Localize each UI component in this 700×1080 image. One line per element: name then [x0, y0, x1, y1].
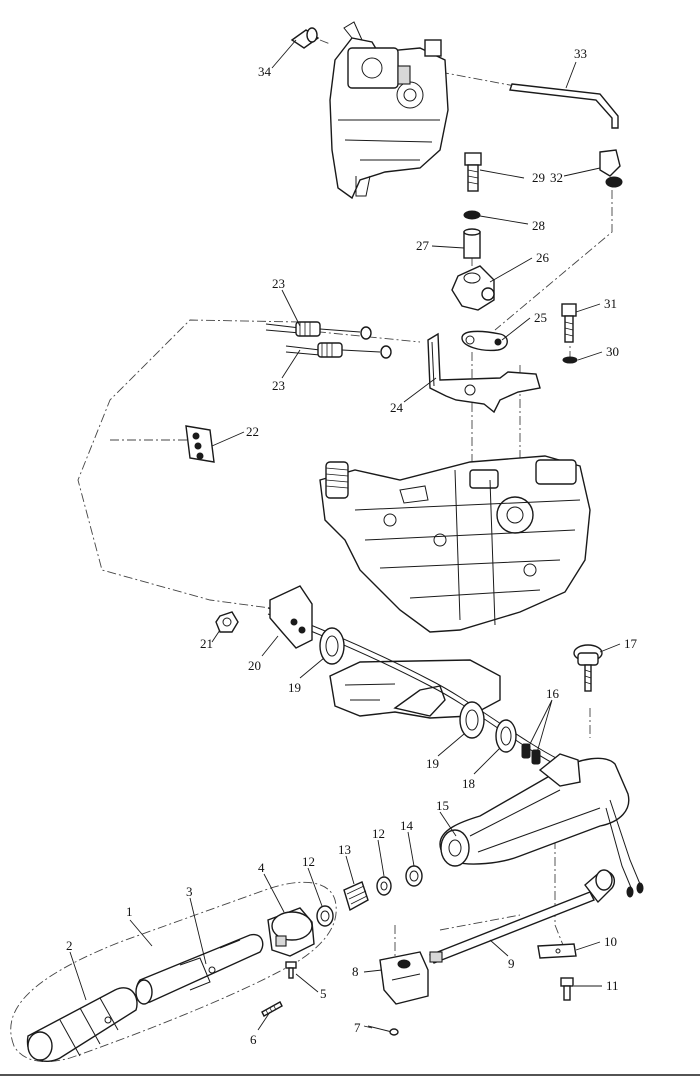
part-6-screw	[261, 1001, 283, 1017]
part-12-washer-right	[376, 876, 392, 896]
callout-19-lower: 19	[426, 756, 439, 771]
part-29-bolt	[464, 152, 482, 192]
part-18-washer	[495, 719, 517, 753]
callout-9: 9	[508, 956, 515, 971]
part-31-bolt	[561, 303, 577, 343]
callout-24: 24	[390, 400, 404, 415]
callout-12-right: 12	[372, 826, 385, 841]
callout-34: 34	[258, 64, 272, 79]
part-12-washer-left	[316, 905, 334, 927]
part-14-bushing	[405, 865, 423, 887]
callout-27: 27	[416, 238, 430, 253]
callout-18: 18	[462, 776, 475, 791]
part-2-handle-grip	[26, 987, 138, 1063]
callout-23-upper: 23	[272, 276, 285, 291]
cable-run	[267, 607, 561, 767]
part-25-link-plate	[461, 330, 508, 352]
callout-21: 21	[200, 636, 213, 651]
part-34-plug	[290, 27, 320, 49]
part-23-cables	[265, 321, 392, 359]
callout-19-upper: 19	[288, 680, 301, 695]
part-4-collar	[267, 907, 315, 957]
part-10-plate	[537, 943, 577, 959]
part-13-spring	[343, 881, 369, 912]
part-24-bracket	[427, 332, 541, 414]
part-19-grommet-upper	[319, 627, 345, 665]
part-16-cable-ends	[521, 743, 541, 765]
callout-11: 11	[606, 978, 619, 993]
part-28-washer	[463, 210, 481, 220]
part-33-rod	[509, 83, 619, 129]
part-7-pin	[367, 1025, 399, 1036]
part-20-cable-plate	[269, 585, 313, 649]
callout-10: 10	[604, 934, 617, 949]
callout-2: 2	[66, 938, 73, 953]
part-21-nut	[215, 611, 239, 633]
part-26-lever	[451, 265, 495, 311]
callout-13: 13	[338, 842, 351, 857]
part-5-screw	[285, 961, 297, 979]
part-27-collar	[463, 228, 481, 259]
callout-31: 31	[604, 296, 617, 311]
part-8-clamp-block	[379, 951, 429, 1005]
callout-3: 3	[186, 884, 193, 899]
carburetor-assembly	[329, 21, 449, 200]
callout-14: 14	[400, 818, 414, 833]
callout-5: 5	[320, 986, 327, 1001]
engine-block	[319, 455, 591, 633]
callout-29: 29	[532, 170, 545, 185]
part-32-clip	[599, 149, 623, 188]
callout-1: 1	[126, 904, 133, 919]
callout-17: 17	[624, 636, 638, 651]
callout-16: 16	[546, 686, 560, 701]
callout-25: 25	[534, 310, 547, 325]
part-30-washer	[562, 356, 578, 364]
part-9-shaft-rod	[429, 869, 616, 964]
part-19-grommet-lower	[459, 701, 485, 739]
part-17-knob	[573, 644, 603, 692]
callout-23-lower: 23	[272, 378, 285, 393]
callout-15: 15	[436, 798, 449, 813]
part-15-tiller-housing	[439, 753, 644, 898]
callout-4: 4	[258, 860, 265, 875]
part-3-grip-tube	[135, 933, 264, 1005]
callout-labels: 1 2 3 4 5 6 7 8 9 10 11 12 12 13 14 15 1…	[66, 46, 638, 1047]
part-11-bolt	[560, 977, 574, 1001]
leader-lines	[69, 39, 621, 1031]
callout-22: 22	[246, 424, 259, 439]
callout-7: 7	[354, 1020, 361, 1035]
callout-6: 6	[250, 1032, 257, 1047]
callout-26: 26	[536, 250, 550, 265]
callout-20: 20	[248, 658, 261, 673]
callout-32: 32	[550, 170, 563, 185]
callout-28: 28	[532, 218, 545, 233]
callout-12-left: 12	[302, 854, 315, 869]
callout-33: 33	[574, 46, 587, 61]
callout-8: 8	[352, 964, 359, 979]
callout-30: 30	[606, 344, 619, 359]
part-22-clamp	[185, 425, 215, 463]
